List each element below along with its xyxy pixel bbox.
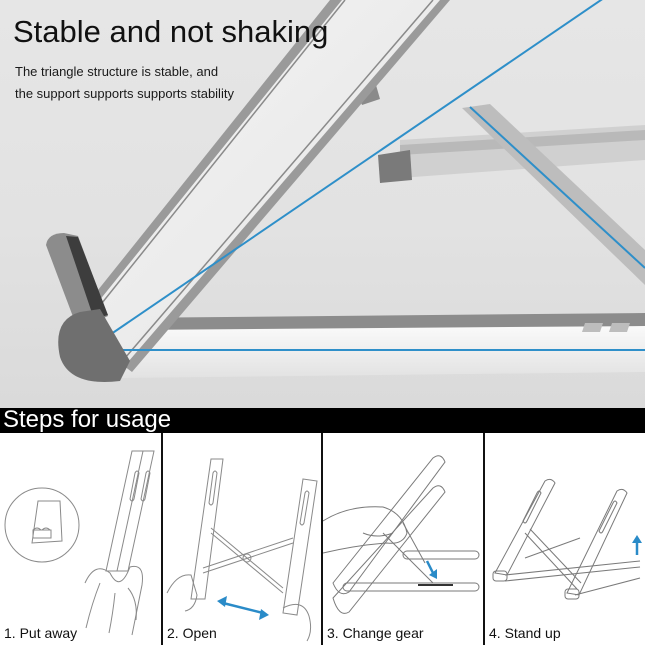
open-illustration	[166, 458, 318, 642]
hero-section: Stable and not shaking The triangle stru…	[0, 0, 645, 408]
arrow-down-icon	[425, 560, 437, 579]
arrow-up-icon	[632, 535, 642, 555]
step-4-label: 4. Stand up	[489, 625, 561, 641]
change-gear-illustration	[323, 455, 480, 614]
steps-banner: Steps for usage	[0, 406, 645, 433]
step-2-label: 2. Open	[167, 625, 217, 641]
hero-title: Stable and not shaking	[13, 14, 329, 49]
step-4-panel: 4. Stand up	[483, 433, 645, 645]
step-3-label: 3. Change gear	[327, 625, 424, 641]
laptop-stand-illustration	[46, 0, 645, 382]
step-3-panel: 3. Change gear	[321, 433, 483, 645]
detail-circle-icon	[4, 487, 80, 563]
steps-grid: 1. Put away 2. Open	[0, 433, 645, 645]
pivot-icon	[242, 553, 252, 563]
put-away-illustration	[4, 450, 155, 636]
steps-banner-title: Steps for usage	[3, 406, 172, 433]
double-arrow-icon	[217, 596, 269, 620]
stand-up-illustration	[492, 478, 642, 600]
step-1-label: 1. Put away	[4, 625, 78, 641]
step-2-panel: 2. Open	[161, 433, 321, 645]
step-1-panel: 1. Put away	[0, 433, 161, 645]
hero-subtitle-line2: the support supports supports stability	[15, 86, 234, 101]
hero-subtitle-line1: The triangle structure is stable, and	[15, 64, 219, 79]
